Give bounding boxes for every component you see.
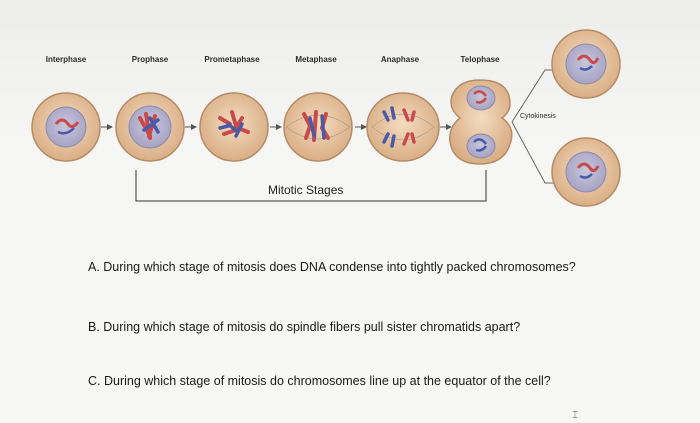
cell-anaphase [366, 92, 440, 162]
label-interphase: Interphase [45, 55, 87, 64]
label-mitotic-stages: Mitotic Stages [268, 183, 344, 197]
question-b: B. During which stage of mitosis do spin… [88, 320, 521, 334]
daughter-cell-top [551, 29, 621, 99]
label-telophase: Telophase [460, 55, 500, 64]
question-c: C. During which stage of mitosis do chro… [88, 374, 551, 388]
label-metaphase: Metaphase [295, 55, 337, 64]
text-cursor-icon: ⌶ [572, 410, 578, 421]
cell-interphase [31, 92, 101, 162]
label-prometaphase: Prometaphase [204, 55, 260, 64]
mitotic-stages-bracket [135, 170, 487, 202]
label-prophase: Prophase [131, 55, 169, 64]
label-cytokinesis: Cytokinesis [520, 113, 556, 120]
label-anaphase: Anaphase [380, 55, 420, 64]
cell-telophase [448, 79, 513, 165]
cell-prophase [115, 92, 185, 162]
cell-metaphase [283, 92, 353, 162]
daughter-cell-bottom [551, 137, 621, 207]
question-a: A. During which stage of mitosis does DN… [88, 260, 576, 274]
cytokinesis-branches [511, 69, 558, 184]
cell-prometaphase [199, 92, 269, 162]
